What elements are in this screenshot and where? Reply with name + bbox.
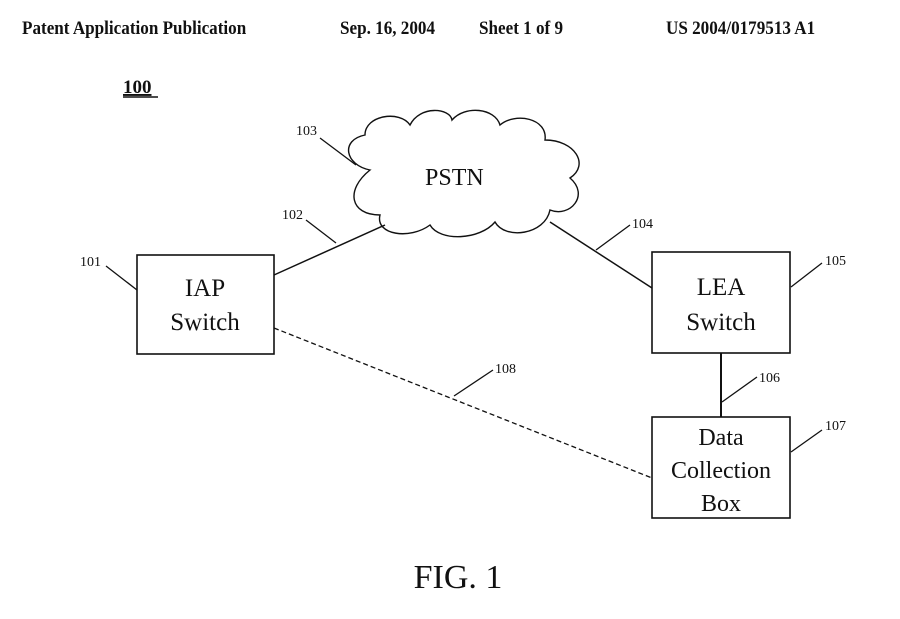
lea-label-2: Switch [686,309,756,336]
figure-caption: FIG. 1 [414,559,503,596]
ref-103: 103 [296,124,317,139]
dcb-label-2: Collection [671,458,771,484]
header-publication: Patent Application Publication [22,18,247,39]
ref-106: 106 [759,371,780,386]
pstn-cloud [347,109,580,238]
lea-switch-box [651,251,791,354]
ref-107: 107 [825,419,846,434]
ref-101: 101 [80,255,101,270]
link-iap-pstn [273,224,386,276]
data-collection-box [651,416,791,519]
iap-label-2: Switch [170,309,240,336]
ref-102: 102 [282,208,303,223]
header-date: Sep. 16, 2004 [340,18,436,39]
figure-ref: 100 [123,77,152,98]
ref-104: 104 [632,217,653,232]
ref-105: 105 [825,254,846,269]
iap-label-1: IAP [185,275,225,302]
link-pstn-lea [549,221,653,289]
lea-label-1: LEA [697,274,746,301]
iap-switch-box [136,254,275,355]
dcb-label-3: Box [701,491,741,517]
dcb-label-1: Data [698,425,744,451]
link-iap-dcb-dashed [273,327,653,479]
ref-108: 108 [495,362,516,377]
header-patent-number: US 2004/0179513 A1 [666,18,816,39]
header-sheet: Sheet 1 of 9 [479,18,564,39]
pstn-label: PSTN [425,165,484,191]
